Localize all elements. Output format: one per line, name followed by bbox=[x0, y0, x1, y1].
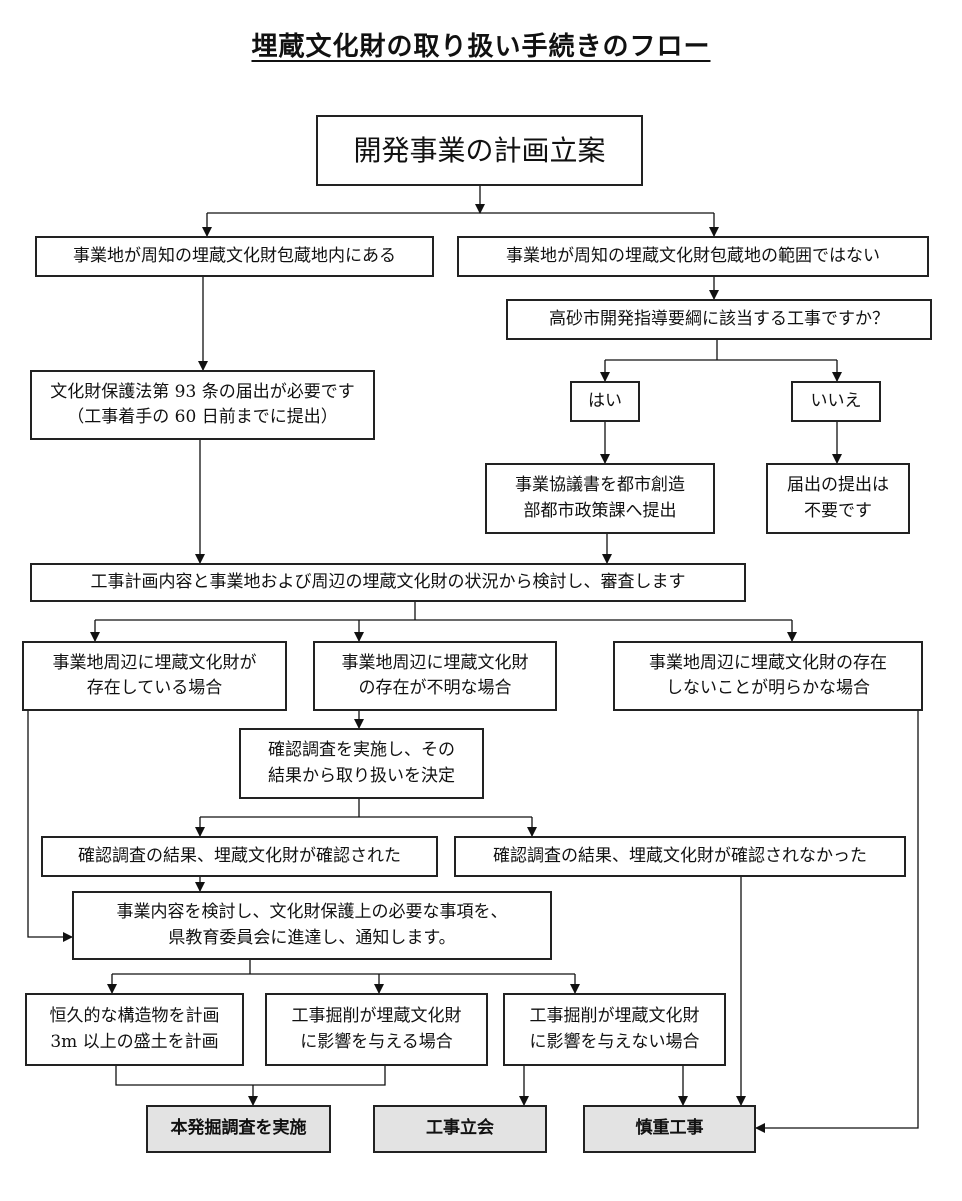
exists-node: 事業地周辺に埋蔵文化財が 存在している場合 bbox=[22, 641, 287, 711]
inside-area-line: 事業地が周知の埋蔵文化財包蔵地内にある bbox=[73, 245, 396, 266]
survey-line-1: 確認調査を実施し、その bbox=[268, 740, 455, 760]
no-line: いいえ bbox=[810, 390, 862, 411]
no-effect-line-2: に影響を与えない場合 bbox=[529, 1031, 700, 1052]
affects-line-2: に影響を与える場合 bbox=[300, 1031, 453, 1052]
unknown-line-2: の存在が不明な場合 bbox=[358, 678, 512, 698]
notification-required-node: 文化財保護法第 93 条の届出が必要です （工事着手の 60 日前までに提出） bbox=[30, 370, 375, 440]
excavation-outcome: 本発掘調査を実施 bbox=[146, 1105, 331, 1153]
outside-area-line: 事業地が周知の埋蔵文化財包蔵地の範囲ではない bbox=[506, 245, 880, 266]
guideline-question-line: 高砂市開発指導要綱に該当する工事ですか？ bbox=[549, 308, 889, 329]
no-notification-line-2: 不要です bbox=[804, 500, 872, 521]
witness-outcome: 工事立会 bbox=[373, 1105, 547, 1153]
permanent-structure-line-1: 恒久的な構造物を計画 bbox=[49, 1006, 220, 1026]
notify-line-2: 県教育委員会に進達し、通知します。 bbox=[168, 927, 456, 948]
not-exists-line-1: 事業地周辺に埋蔵文化財の存在 bbox=[649, 652, 887, 673]
yes-line: はい bbox=[588, 390, 622, 411]
review-line: 工事計画内容と事業地および周辺の埋蔵文化財の状況から検討し、審査します bbox=[90, 571, 686, 592]
unknown-node: 事業地周辺に埋蔵文化財 の存在が不明な場合 bbox=[313, 641, 557, 711]
no-effect-node: 工事掘削が埋蔵文化財 に影響を与えない場合 bbox=[503, 993, 726, 1066]
review-node: 工事計画内容と事業地および周辺の埋蔵文化財の状況から検討し、審査します bbox=[30, 563, 746, 602]
survey-node: 確認調査を実施し、その 結果から取り扱いを決定 bbox=[239, 728, 484, 799]
permanent-structure-node: 恒久的な構造物を計画 3m 以上の盛土を計画 bbox=[25, 993, 244, 1066]
found-node: 確認調査の結果、埋蔵文化財が確認された bbox=[41, 836, 438, 877]
excavation-outcome-line: 本発掘調査を実施 bbox=[170, 1118, 307, 1139]
careful-outcome: 慎重工事 bbox=[583, 1105, 756, 1153]
no-notification-line-1: 届出の提出は bbox=[787, 475, 889, 495]
not-found-node: 確認調査の結果、埋蔵文化財が確認されなかった bbox=[454, 836, 906, 877]
not-found-line: 確認調査の結果、埋蔵文化財が確認されなかった bbox=[493, 845, 867, 866]
yes-node: はい bbox=[570, 381, 640, 422]
consult-doc-node: 事業協議書を都市創造 部都市政策課へ提出 bbox=[485, 463, 715, 534]
notification-required-line-1: 文化財保護法第 93 条の届出が必要です bbox=[50, 381, 355, 402]
notify-node: 事業内容を検討し、文化財保護上の必要な事項を、 県教育委員会に進達し、通知します… bbox=[72, 891, 552, 960]
notification-required-line-2: （工事着手の 60 日前までに提出） bbox=[67, 407, 338, 427]
no-notification-node: 届出の提出は 不要です bbox=[766, 463, 910, 534]
affects-node: 工事掘削が埋蔵文化財 に影響を与える場合 bbox=[265, 993, 488, 1066]
not-exists-line-2: しないことが明らかな場合 bbox=[666, 678, 870, 698]
exists-line-1: 事業地周辺に埋蔵文化財が bbox=[52, 652, 257, 673]
guideline-question-node: 高砂市開発指導要綱に該当する工事ですか？ bbox=[506, 299, 932, 340]
permanent-structure-line-2: 3m 以上の盛土を計画 bbox=[50, 1031, 219, 1052]
start-node: 開発事業の計画立案 bbox=[316, 115, 643, 186]
careful-outcome-line: 慎重工事 bbox=[635, 1118, 704, 1139]
inside-area-node: 事業地が周知の埋蔵文化財包蔵地内にある bbox=[35, 236, 434, 277]
no-effect-line-1: 工事掘削が埋蔵文化財 bbox=[529, 1006, 700, 1026]
survey-line-2: 結果から取り扱いを決定 bbox=[268, 765, 455, 786]
page-title: 埋蔵文化財の取り扱い手続きのフロー bbox=[251, 32, 711, 62]
found-line: 確認調査の結果、埋蔵文化財が確認された bbox=[78, 845, 401, 866]
exists-line-2: 存在している場合 bbox=[86, 678, 223, 698]
start-node-line: 開発事業の計画立案 bbox=[353, 133, 606, 167]
consult-doc-line-2: 部都市政策課へ提出 bbox=[523, 500, 677, 521]
unknown-line-1: 事業地周辺に埋蔵文化財 bbox=[341, 652, 529, 673]
outside-area-node: 事業地が周知の埋蔵文化財包蔵地の範囲ではない bbox=[457, 236, 929, 277]
not-exists-node: 事業地周辺に埋蔵文化財の存在 しないことが明らかな場合 bbox=[613, 641, 923, 711]
consult-doc-line-1: 事業協議書を都市創造 bbox=[515, 475, 685, 495]
notify-line-1: 事業内容を検討し、文化財保護上の必要な事項を、 bbox=[116, 902, 508, 922]
affects-line-1: 工事掘削が埋蔵文化財 bbox=[291, 1006, 462, 1026]
no-node: いいえ bbox=[791, 381, 881, 422]
witness-outcome-line: 工事立会 bbox=[426, 1118, 494, 1139]
